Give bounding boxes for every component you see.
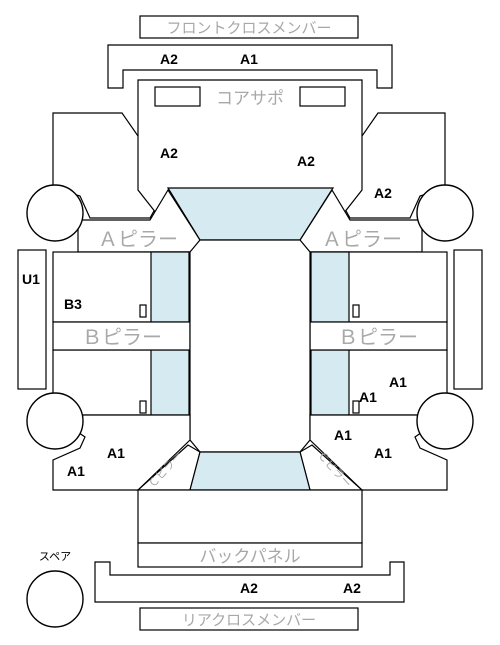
- left-rear-window: [150, 349, 190, 416]
- rear-cross-member-label: リアクロスメンバー: [182, 611, 316, 629]
- grade-front-left-area: A2: [160, 145, 178, 161]
- left-side-sill: [17, 249, 47, 390]
- core-support-left-box: [154, 86, 201, 107]
- left-front-tire: [26, 184, 84, 242]
- grade-right-rear-quarter-inner: A1: [334, 427, 352, 443]
- trunk: [137, 489, 363, 544]
- grade-right-rear-door-upper: A1: [389, 374, 407, 390]
- rear-cross-member-box: [139, 607, 359, 631]
- rear-window: [189, 451, 311, 491]
- grade-front-center-area: A2: [297, 153, 315, 169]
- grade-front-member-right: A1: [240, 51, 258, 67]
- grade-right-rear-quarter: A1: [374, 445, 392, 461]
- left-front-door-handle: [139, 304, 147, 318]
- rear-member-bracket: [94, 561, 405, 603]
- right-rear-door-handle: [352, 400, 360, 414]
- spare-tire-label: スペア: [39, 550, 71, 563]
- left-b-pillar: [52, 321, 191, 351]
- grade-right-rear-door-lower: A1: [359, 389, 377, 405]
- grade-rear-member-left: A2: [240, 580, 258, 596]
- back-panel-label: バックパネル: [199, 547, 300, 567]
- spare-tire: [26, 570, 84, 628]
- front-cross-member-label: フロントクロスメンバー: [166, 19, 331, 37]
- left-rear-tire: [26, 392, 84, 450]
- grade-left-rear-quarter-inner: A1: [107, 445, 125, 461]
- left-rear-quarter: [51, 414, 191, 491]
- left-rear-door-handle: [139, 400, 147, 414]
- right-a-pillar-label: Ａピラー: [322, 227, 402, 251]
- grade-left-rear-quarter: A1: [67, 463, 85, 479]
- right-front-tire: [416, 184, 474, 242]
- core-support-label: コアサポ: [216, 89, 284, 109]
- left-b-pillar-label: Ｂピラー: [82, 325, 162, 349]
- left-front-window: [150, 251, 190, 323]
- right-rear-quarter: [309, 414, 449, 491]
- right-side-sill: [453, 249, 483, 390]
- grade-front-right-fender: A2: [374, 185, 392, 201]
- left-a-pillar-label: Ａピラー: [98, 227, 178, 251]
- front-member-bracket: [107, 44, 393, 89]
- grade-rear-member-right: A2: [343, 580, 361, 596]
- grade-side-sill: U1: [22, 271, 40, 287]
- back-panel: [137, 542, 363, 568]
- right-front-door-handle: [352, 304, 360, 318]
- roof: [189, 239, 311, 453]
- grade-front-member-left: A2: [160, 51, 178, 67]
- right-b-pillar-label: Ｂピラー: [338, 325, 418, 349]
- core-support-right-box: [299, 86, 346, 107]
- right-rear-tire: [416, 392, 474, 450]
- right-front-window: [310, 251, 350, 323]
- front-cross-member-box: [139, 15, 359, 39]
- grade-left-front-door: B3: [64, 296, 82, 312]
- right-rear-window: [310, 349, 350, 416]
